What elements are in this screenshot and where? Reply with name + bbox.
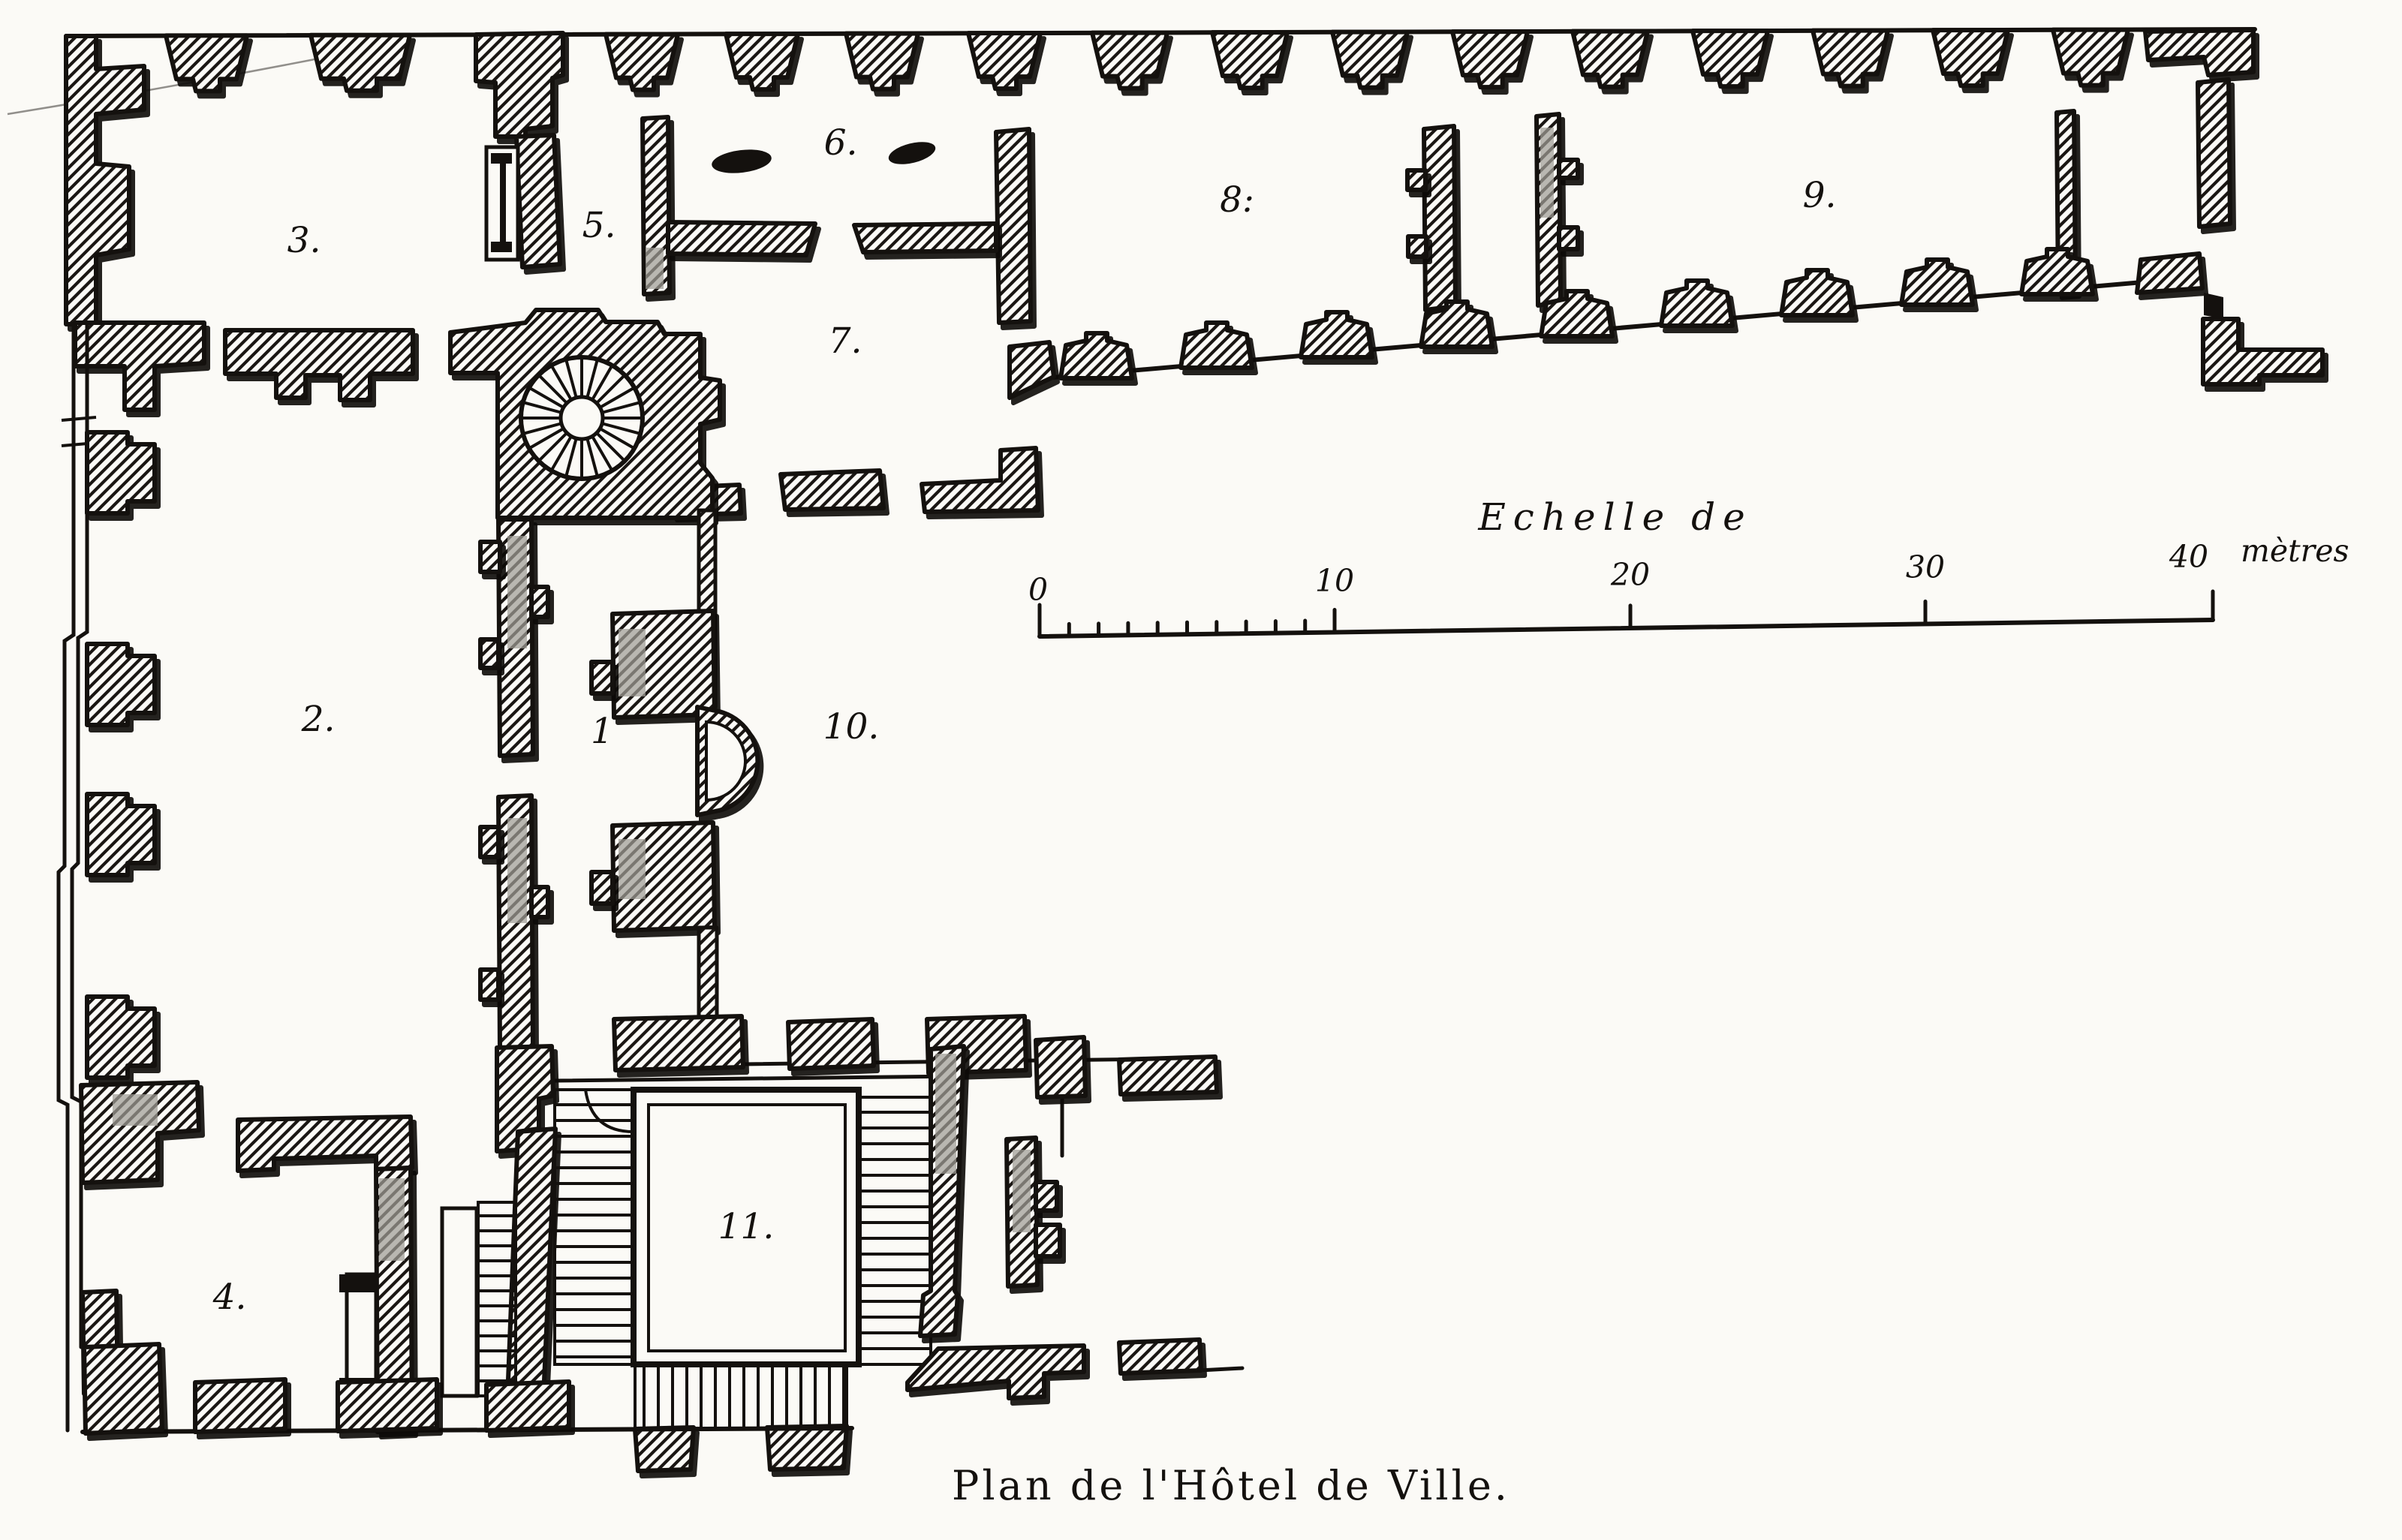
- scale-unit-label: mètres: [2241, 533, 2349, 569]
- room-label-1: 1: [591, 711, 613, 752]
- room3-south-wall: [73, 320, 415, 412]
- spiral-treads: [522, 358, 642, 478]
- room-label-8: 8:: [1220, 179, 1254, 221]
- grand-staircase-room11: [440, 1044, 966, 1473]
- room-label-4: 4.: [212, 1277, 247, 1318]
- south-facade-wall: [80, 1337, 1245, 1436]
- room-label-3: 3.: [287, 220, 321, 261]
- wall-core-shading: [113, 128, 1554, 1261]
- fireplace: [345, 1272, 378, 1398]
- stair-treads: [480, 1103, 929, 1427]
- scale-tick-40: 40: [2169, 539, 2208, 575]
- paper-crease: [7, 54, 335, 116]
- scale-tick-30: 30: [1906, 549, 1945, 585]
- north-facade-wall: [64, 27, 2257, 326]
- room-label-2: 2.: [301, 699, 336, 740]
- scale-bar: Echelle de 0 10 20 30 40 mètres: [1028, 495, 2349, 639]
- room3-room5-pier: [474, 31, 565, 269]
- room-label-10: 10.: [823, 706, 880, 747]
- room-label-9: 9.: [1803, 175, 1837, 216]
- room-labels: 3. 5. 6. 7. 8: 9. 2. 1 10. 11. 4.: [212, 122, 1837, 1318]
- scale-ticks: [1037, 599, 1928, 639]
- spiral-stair-block: [448, 308, 722, 520]
- west-wall-buttresses: [85, 430, 157, 1080]
- lower-block-north-wall: [612, 1014, 1219, 1158]
- stair-landing: [631, 1087, 862, 1367]
- stove-mark: [888, 142, 936, 164]
- room-label-11: 11.: [718, 1206, 775, 1247]
- stove-mark: [712, 149, 772, 173]
- southeast-gallery-return: [2201, 317, 2325, 387]
- gallery-south-wall: [1007, 246, 2325, 400]
- scale-heading: Echelle de: [1477, 495, 1752, 539]
- stair-side-panel: [440, 1206, 479, 1398]
- room7-piers: [670, 446, 1040, 517]
- scale-tick-0: 0: [1028, 572, 1048, 608]
- north-facade-buttresses: [164, 27, 2130, 94]
- scale-baseline: [1037, 618, 2215, 639]
- room-label-6: 6.: [824, 122, 858, 164]
- plan-caption: Plan de l'Hôtel de Ville.: [952, 1462, 1510, 1509]
- gallery-south-piers: [1058, 246, 2095, 380]
- room-label-5: 5.: [582, 205, 616, 246]
- scale-tick-10: 10: [1315, 563, 1354, 599]
- scale-tick-20: 20: [1610, 557, 1650, 593]
- room-label-7: 7.: [829, 320, 862, 362]
- spiral-newel: [558, 395, 605, 441]
